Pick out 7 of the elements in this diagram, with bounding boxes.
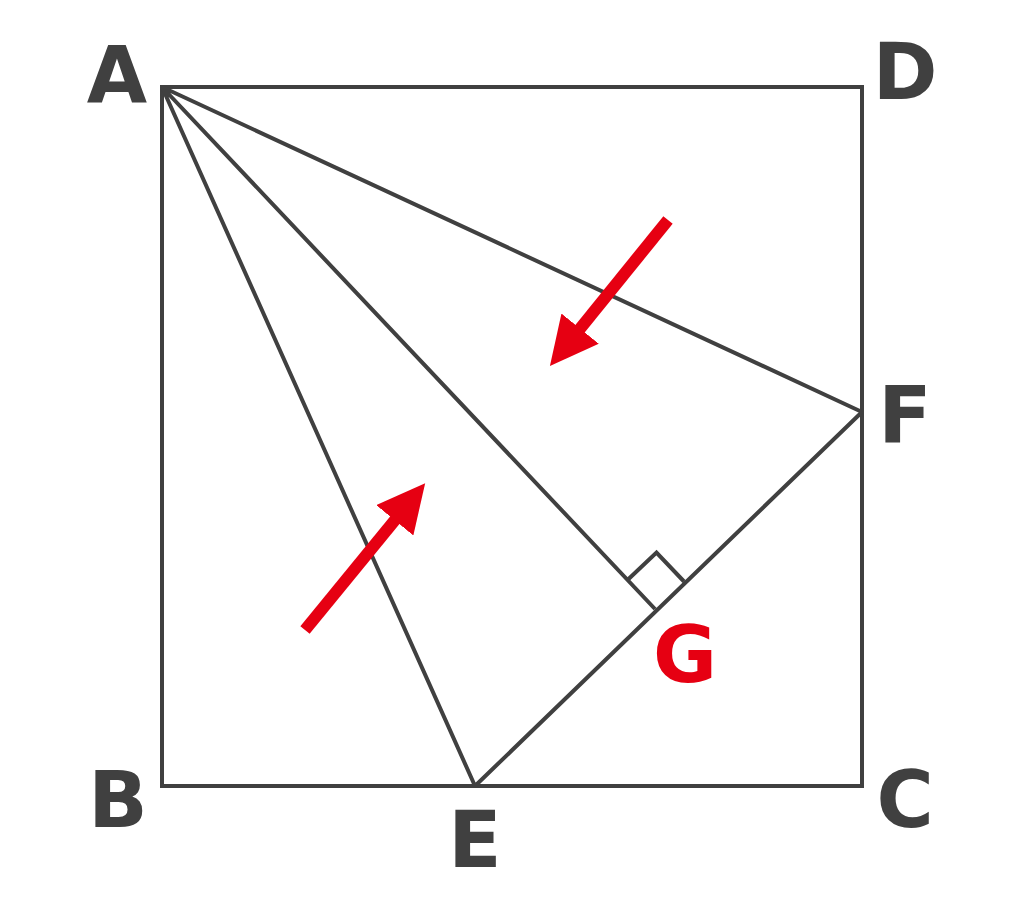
point-label: A (86, 36, 148, 114)
point-label: C (876, 761, 934, 839)
point-label: G (653, 616, 717, 694)
point-label: D (872, 33, 938, 111)
point-label: F (878, 376, 932, 454)
point-label: E (448, 801, 502, 879)
point-label: B (88, 761, 148, 839)
